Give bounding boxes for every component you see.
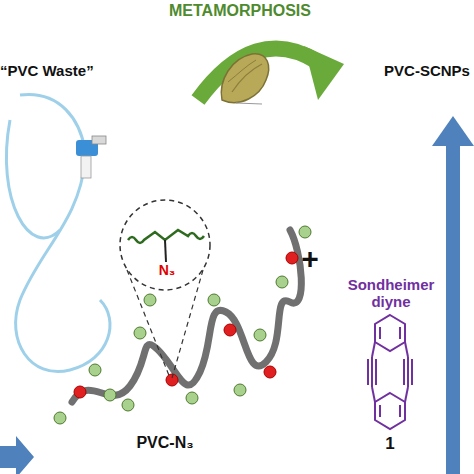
product-label: PVC-SCNPs [380, 62, 474, 79]
reagent-name: Sondheimer diyne [336, 276, 446, 311]
azide-label: N₃ [150, 262, 184, 278]
blue-arrow [0, 116, 474, 474]
sondheimer-diyne-structure [368, 315, 412, 429]
catheter-connector [76, 136, 106, 178]
compound-number: 1 [372, 434, 408, 454]
zoom-inset [120, 200, 210, 378]
green-arrow-head [304, 46, 344, 100]
catheter-tube [6, 94, 110, 371]
plus-sign: + [292, 242, 328, 277]
process-title: METAMORPHOSIS [150, 2, 330, 20]
source-label: “PVC Waste” [0, 62, 100, 79]
polymer-label: PVC-N₃ [115, 434, 215, 452]
chrysalis [221, 54, 268, 104]
